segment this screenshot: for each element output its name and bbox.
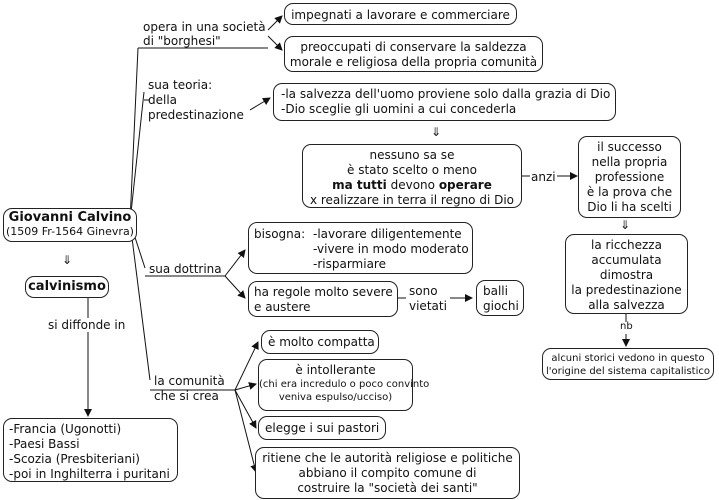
predestinazione-box-grazia: -la salvezza dell'uomo proviene solo dal… [273,83,616,121]
successo-box: il successo nella propria professione è … [578,136,681,218]
nb-label: nb [620,321,633,332]
nessuno-text-1: nessuno sa se è stato scelto o meno [347,148,477,177]
predestinazione-box-nessuno: nessuno sa se è stato scelto o meno ma t… [302,144,522,208]
root-down-arrow: ⇓ [62,253,73,267]
societa-box-lavorare: impegnati a lavorare e commerciare [284,3,517,25]
comunita-box-autorita: ritiene che le autorità religiose e poli… [255,447,520,499]
operare-text: operare [438,178,492,192]
societa-box-saldezza: preoccupati di conservare la saldezza mo… [284,36,543,72]
nessuno-text-2: x realizzare in terra il regno di Dio [309,193,515,207]
intollerante-note: (chi era incredulo o poco convinto veniv… [259,379,430,403]
dottrina-branch-label: sua dottrina [149,262,222,276]
calvinismo-node: calvinismo [25,276,109,298]
predestinazione-down-arrow: ⇓ [431,125,442,139]
comunita-box-pastori: elegge i sui pastori [258,416,386,440]
societa-branch-label: opera in una società di "borghesi" [143,20,266,48]
storici-box: alcuni storici vedono in questo l'origin… [542,348,714,380]
vietati-label: sono vietati [409,284,447,313]
comunita-box-intollerante: è intollerante (chi era incredulo o poco… [258,359,430,411]
ma-tutti-text: ma tutti [332,178,387,192]
intollerante-title: è intollerante [295,363,376,377]
devono-text: devono [386,178,439,192]
balli-giochi-box: balli giochi [476,280,524,316]
bisogna-label: bisogna: [254,227,306,241]
root-dates: (1509 Fr-1564 Ginevra) [6,225,134,238]
comunita-branch-label: la comunità che si crea [154,374,225,403]
predestinazione-branch-label: sua teoria: della predestinazione [148,78,244,122]
root-node-giovanni-calvino: Giovanni Calvino (1509 Fr-1564 Ginevra) [3,208,137,242]
dottrina-box-bisogna: bisogna: -lavorare diligentemente -viver… [248,222,473,274]
anzi-label: anzi [531,170,556,184]
dottrina-box-regole: ha regole molto severe e austere [248,281,398,317]
successo-down-arrow: ⇓ [620,218,631,232]
ricchezza-box: la ricchezza accumulata dimostra la pred… [565,234,688,314]
bisogna-items: -lavorare diligentemente -vivere in modo… [313,227,469,271]
calvinismo-link-label: si diffonde in [48,318,126,332]
root-name: Giovanni Calvino [8,210,132,225]
calvinismo-places-node: -Francia (Ugonotti) -Paesi Bassi -Scozia… [3,418,178,482]
comunita-box-compatta: è molto compatta [261,330,379,354]
